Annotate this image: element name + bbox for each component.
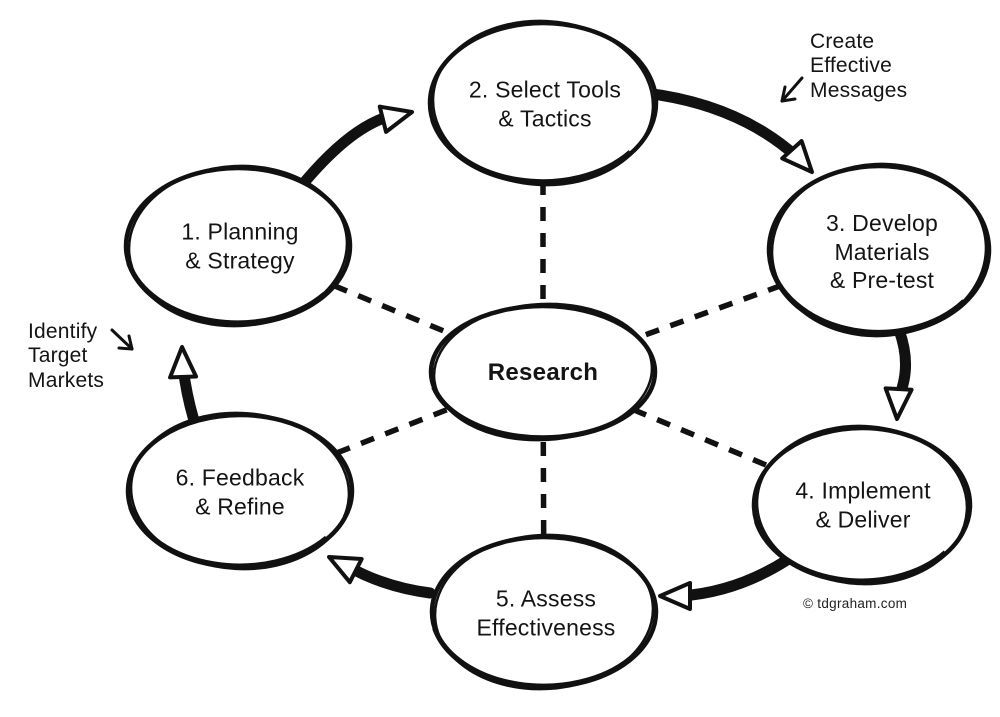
annotation-create-effective-messages: Create Effective Messages (810, 30, 908, 102)
node-ellipses (123, 19, 992, 691)
node-label-select-tools-tactics: 2. Select Tools & Tactics (468, 76, 622, 131)
node-label-feedback-refine: 6. Feedback & Refine (175, 464, 305, 519)
arrowhead-4-5 (658, 581, 692, 611)
node-ellipse-research (428, 302, 658, 442)
annotation-doodles (110, 76, 804, 351)
cycle-arrowheads (168, 104, 914, 611)
node-label-implement-deliver: 4. Implement & Deliver (795, 477, 931, 532)
node-ellipse-assess (429, 533, 659, 691)
arrowhead-6-1 (168, 345, 199, 380)
annotation-identify-target-markets: Identify Target Markets (28, 320, 105, 392)
cycle-arc-4-5 (675, 554, 793, 602)
create-messages-pointer-icon (780, 76, 804, 103)
node-ellipse-planning (123, 164, 353, 328)
cycle-arc-5-6 (341, 560, 436, 599)
arrowhead-2-3 (780, 139, 814, 174)
copyright-notice: © tdgraham.com (803, 596, 908, 611)
node-label-research: Research (487, 359, 599, 387)
cycle-arc-1-2 (292, 112, 390, 196)
node-label-develop-materials: 3. Develop Materials & Pre-test (826, 210, 938, 294)
cycle-arc-2-3 (639, 87, 803, 163)
node-ellipse-implement (751, 424, 973, 586)
node-label-planning-strategy: 1. Planning & Strategy (181, 218, 299, 273)
arrowhead-1-2 (377, 104, 414, 134)
arrowhead-3-4 (883, 386, 914, 421)
node-label-assess-effectiveness: 5. Assess Effectiveness (476, 585, 616, 640)
node-ellipse-develop (766, 162, 992, 338)
node-ellipse-feedback (125, 411, 355, 571)
node-ellipse-select-tools (427, 19, 659, 187)
identify-markets-pointer-icon (110, 328, 134, 351)
arrowhead-5-6 (327, 555, 364, 585)
